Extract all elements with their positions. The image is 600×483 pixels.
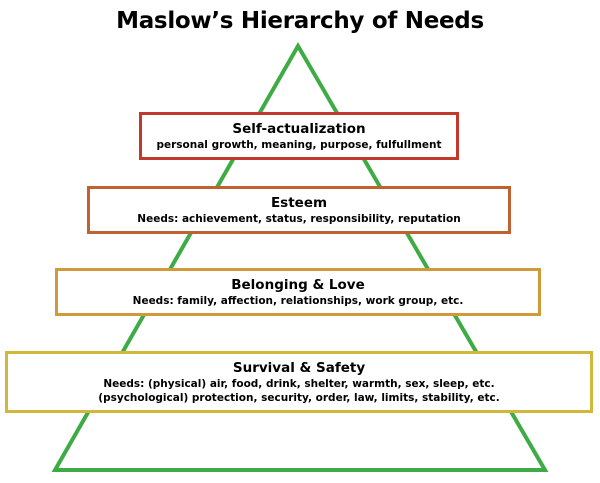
level-needs-text-physical: Needs: (physical) air, food, drink, shel… — [103, 378, 495, 390]
level-belonging-love: Belonging & Love Needs: family, affectio… — [55, 268, 541, 316]
level-survival-safety: Survival & Safety Needs: (physical) air,… — [5, 351, 593, 413]
level-needs-text: personal growth, meaning, purpose, fulfu… — [156, 139, 442, 151]
level-esteem: Esteem Needs: achievement, status, respo… — [87, 186, 511, 234]
level-title: Survival & Safety — [232, 360, 366, 376]
level-needs-text: Needs: family, affection, relationships,… — [132, 295, 464, 307]
level-title: Esteem — [270, 195, 328, 211]
level-self-actualization: Self-actualization personal growth, mean… — [139, 112, 459, 160]
diagram-title: Maslow’s Hierarchy of Needs — [116, 8, 484, 34]
level-title: Self-actualization — [232, 121, 366, 137]
level-title: Belonging & Love — [231, 277, 365, 293]
level-needs-text-psychological: (psychological) protection, security, or… — [98, 392, 500, 404]
level-needs-text: Needs: achievement, status, responsibili… — [137, 213, 461, 225]
